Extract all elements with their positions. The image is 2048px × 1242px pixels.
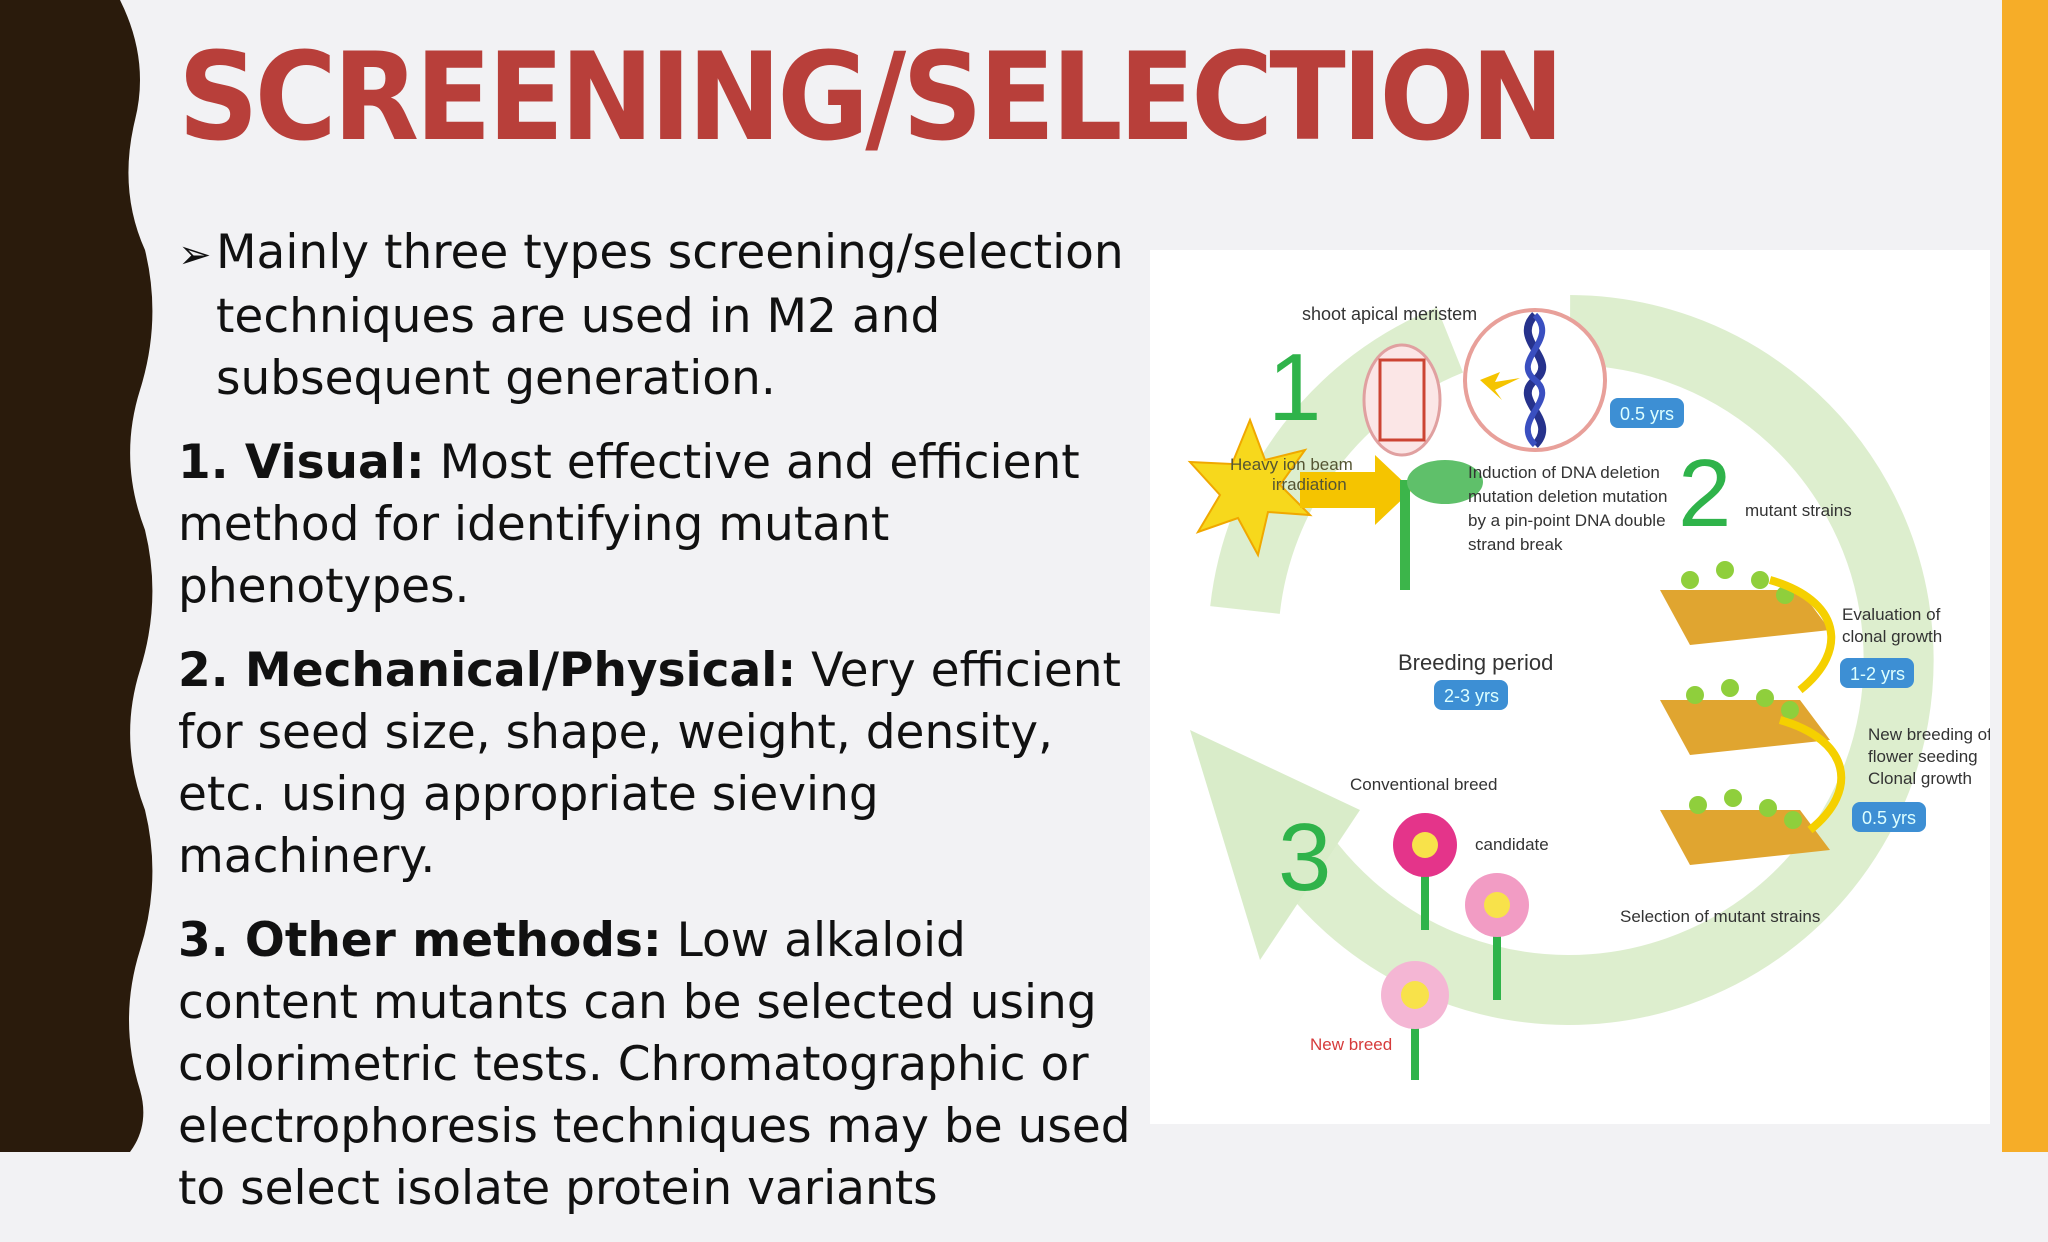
curve-arrow-1-icon: [1768, 576, 1836, 694]
label-dna-3: by a pin-point DNA double: [1468, 511, 1666, 530]
method-text: Very efficient for seed size, shape, wei…: [178, 643, 1121, 884]
duration-badge-eval: [1840, 658, 1914, 688]
intro-text: Mainly three types screening/selection t…: [216, 225, 1124, 406]
tray-1-icon: [1660, 590, 1830, 645]
step-number-1: 1: [1268, 334, 1321, 441]
method-other: 3. Other methods: Low alkaloid content m…: [178, 910, 1138, 1220]
breeding-cycle-diagram: 1 2 3 shoot apical meristem Heavy ion be…: [1187, 295, 1990, 1080]
duration-eval: 1-2 yrs: [1850, 664, 1905, 684]
label-selection: Selection of mutant strains: [1620, 907, 1820, 926]
slide-title: SCREENING/SELECTION: [178, 28, 1564, 169]
label-eval-1: Evaluation of: [1842, 605, 1941, 624]
duration-badge-period: [1434, 680, 1508, 710]
duration-badge-newbreed: [1852, 802, 1926, 832]
curve-arrow-2-icon: [1778, 716, 1846, 834]
label-new-breed: New breed: [1310, 1035, 1392, 1054]
label-breeding-period: Breeding period: [1398, 650, 1553, 675]
duration-newbreed: 0.5 yrs: [1862, 808, 1916, 828]
breeding-cycle-figure: 1 2 3 shoot apical meristem Heavy ion be…: [1150, 250, 1990, 1124]
label-newbreed-3: Clonal growth: [1868, 769, 1972, 788]
label-eval-2: clonal growth: [1842, 627, 1942, 646]
cell-grid-icon: [1378, 358, 1426, 442]
label-candidate: candidate: [1475, 835, 1549, 854]
label-conventional: Conventional breed: [1350, 775, 1497, 794]
seedlings-icon: [1681, 561, 1802, 829]
label-meristem: shoot apical meristem: [1302, 304, 1477, 324]
label-dna-2: mutation deletion mutation: [1468, 487, 1667, 506]
flower-new-breed-icon: [1381, 961, 1449, 1080]
duration-period: 2-3 yrs: [1444, 686, 1499, 706]
step-number-2: 2: [1678, 440, 1731, 547]
irradiation-burst-icon: [1187, 417, 1313, 558]
beam-spark-icon: [1480, 372, 1520, 400]
step-number-3: 3: [1278, 804, 1331, 911]
method-label: 3. Other methods:: [178, 913, 662, 968]
intro-bullet: ➢Mainly three types screening/selection …: [178, 222, 1138, 410]
beam-arrow-icon: [1300, 455, 1412, 525]
method-label: 2. Mechanical/Physical:: [178, 643, 797, 698]
label-mutant-strains: mutant strains: [1745, 501, 1852, 520]
slide-content: ➢Mainly three types screening/selection …: [178, 222, 1138, 1242]
method-text: Most effective and efficient method for …: [178, 435, 1080, 614]
duration-badge-top: [1610, 398, 1684, 428]
label-dna-4: strand break: [1468, 535, 1563, 554]
arrow-bullet-icon: ➢: [178, 232, 212, 278]
method-label: 1. Visual:: [178, 435, 425, 490]
method-mechanical: 2. Mechanical/Physical: Very efficient f…: [178, 640, 1138, 888]
label-newbreed-1: New breeding of: [1868, 725, 1990, 744]
method-visual: 1. Visual: Most effective and efficient …: [178, 432, 1138, 618]
label-irradiation-1: Heavy ion beam: [1230, 455, 1353, 474]
wavy-left-band: [0, 0, 153, 1152]
sprout-leaf-icon: [1407, 460, 1483, 504]
label-dna-1: Induction of DNA deletion: [1468, 463, 1660, 482]
duration-top: 0.5 yrs: [1620, 404, 1674, 424]
label-newbreed-2: flower seeding: [1868, 747, 1978, 766]
label-irradiation-2: irradiation: [1272, 475, 1347, 494]
flower-conventional-icon: [1393, 813, 1457, 930]
meristem-cells-icon: [1362, 343, 1442, 457]
right-accent-band: [2002, 0, 2048, 1152]
flower-candidate-icon: [1465, 873, 1529, 1000]
